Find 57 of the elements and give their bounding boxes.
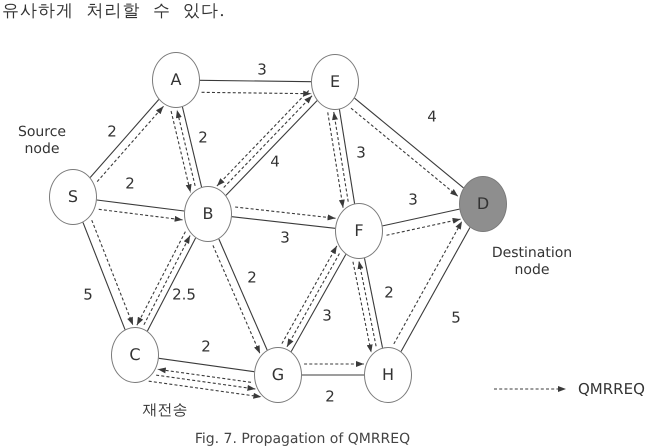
node-circle: G [254, 347, 302, 403]
node-circle: C [111, 327, 159, 383]
dashed-arrow [281, 246, 338, 344]
body-text: 유사하게 처리할 수 있다. [2, 1, 226, 21]
link-line [158, 358, 254, 372]
dashed-arrow [216, 90, 310, 186]
dashed-arrow [176, 110, 196, 186]
dashed-arrow [148, 380, 262, 399]
dashed-arrow [202, 90, 312, 97]
legend-label: QMRREQ [578, 380, 645, 398]
node-circle: H [364, 347, 412, 403]
link-line [338, 109, 356, 204]
dashed-arrow [350, 108, 458, 197]
dashed-arrow [393, 220, 462, 344]
dashed-arrow [98, 208, 183, 222]
dashed-arrow [286, 253, 340, 348]
link-line [364, 258, 384, 348]
link-line [146, 238, 196, 332]
dashed-arrow [143, 235, 191, 325]
dashed-arrow [235, 206, 336, 220]
dashed-arrow [223, 95, 312, 188]
dashed-arrow [156, 374, 256, 391]
link-line [232, 216, 336, 229]
node-circle: E [311, 54, 359, 110]
dashed-arrow [136, 231, 186, 326]
link-line [182, 106, 202, 188]
node-circle: A [152, 52, 200, 108]
node-circle: B [184, 186, 232, 242]
link-line [218, 238, 268, 350]
figure-caption: Fig. 7. Propagation of QMRREQ [194, 431, 412, 447]
link-line [382, 208, 460, 226]
link-line [354, 98, 464, 188]
node-circle: F [335, 203, 383, 259]
link-line [400, 227, 470, 352]
dashed-arrow [170, 110, 192, 192]
link-line [82, 222, 126, 330]
dashed-arrow [91, 220, 134, 326]
node-circle: S [49, 169, 97, 225]
dashed-arrow [332, 112, 349, 202]
node-caption: Destination node [490, 245, 574, 279]
node-circle: D [459, 176, 507, 232]
link-line [90, 99, 160, 178]
link-line [200, 80, 311, 82]
dashed-arrow [327, 112, 345, 208]
dashed-arrow [212, 245, 260, 354]
edge-label: 재전송 [142, 402, 188, 418]
dashed-arrow [96, 106, 164, 182]
dashed-arrow [358, 260, 377, 346]
dashed-arrow [158, 367, 252, 383]
node-caption: Source node [16, 124, 68, 158]
dashed-arrow [386, 218, 461, 236]
link-line [290, 254, 346, 352]
dashed-arrow [352, 262, 373, 353]
link-line [226, 100, 318, 196]
link-line [96, 199, 184, 212]
dashed-arrow [304, 361, 364, 367]
link-line [302, 374, 364, 376]
